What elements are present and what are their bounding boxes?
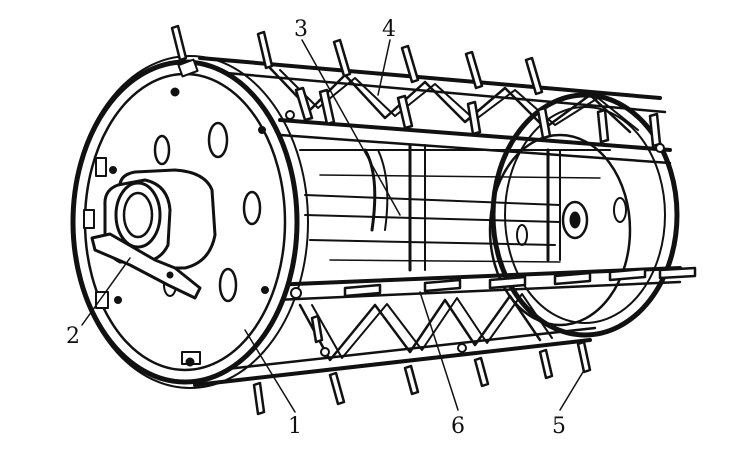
label-5: 5 — [552, 414, 566, 439]
label-4: 4 — [382, 17, 396, 42]
bearing-hub — [90, 168, 217, 300]
label-3: 3 — [294, 17, 308, 42]
label-1: 1 — [288, 414, 302, 439]
rear-end-ring — [488, 92, 680, 338]
front-end-plate — [70, 55, 309, 389]
spikes — [170, 24, 697, 416]
leader-lines — [81, 39, 584, 413]
inner-rods — [299, 143, 611, 272]
label-6: 6 — [451, 414, 465, 439]
bolts — [285, 110, 665, 357]
label-2: 2 — [66, 324, 80, 349]
